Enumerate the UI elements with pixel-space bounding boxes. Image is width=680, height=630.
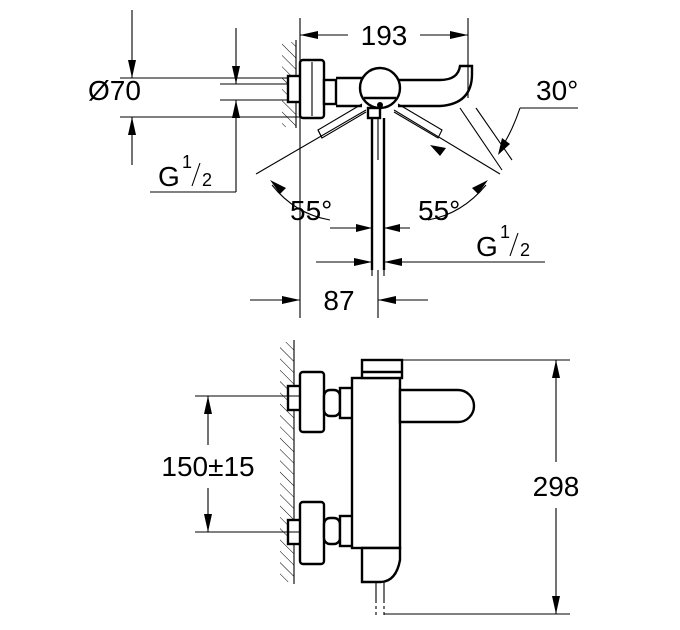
faucet-top-body: [286, 58, 474, 270]
height-value: 298: [533, 471, 580, 502]
thread-left-dimension: G 1 2: [150, 28, 300, 193]
thread-left-g: G: [158, 161, 180, 192]
thread-right-g: G: [476, 231, 498, 262]
angle-right-value: 55°: [418, 195, 460, 226]
side-view: 150±15 298: [161, 340, 579, 616]
spacing-dimension: 150±15: [161, 395, 300, 533]
spacing-value: 150±15: [161, 451, 254, 482]
valve-body: [338, 358, 476, 616]
thread-right-den: 2: [520, 240, 530, 260]
diameter-dimension: Ø70: [88, 10, 300, 165]
height-dimension: 298: [384, 359, 580, 615]
top-view: 193 Ø70 G 1 2: [88, 10, 578, 318]
angle-spout-dimension: 30°: [459, 75, 578, 171]
width-dimension: 193: [300, 20, 468, 51]
thread-left-den: 2: [202, 170, 212, 190]
upper-connector: [286, 370, 342, 434]
lower-connector: [286, 500, 342, 566]
angle-left-value: 55°: [290, 195, 332, 226]
thread-right-dimension: G 1 2: [316, 222, 545, 276]
width-value: 193: [361, 20, 408, 51]
handle-side: [398, 388, 476, 424]
angle-right-dimension: 55°: [393, 109, 501, 226]
wall-hatch-side: [280, 342, 294, 582]
diameter-value: Ø70: [88, 75, 141, 106]
depth-value: 87: [323, 285, 354, 316]
depth-dimension: 87: [250, 270, 428, 318]
angle-spout-value: 30°: [536, 75, 578, 106]
thread-right-num: 1: [500, 222, 510, 242]
angle-left-dimension: 55°: [255, 109, 367, 226]
thread-left-num: 1: [182, 152, 192, 172]
